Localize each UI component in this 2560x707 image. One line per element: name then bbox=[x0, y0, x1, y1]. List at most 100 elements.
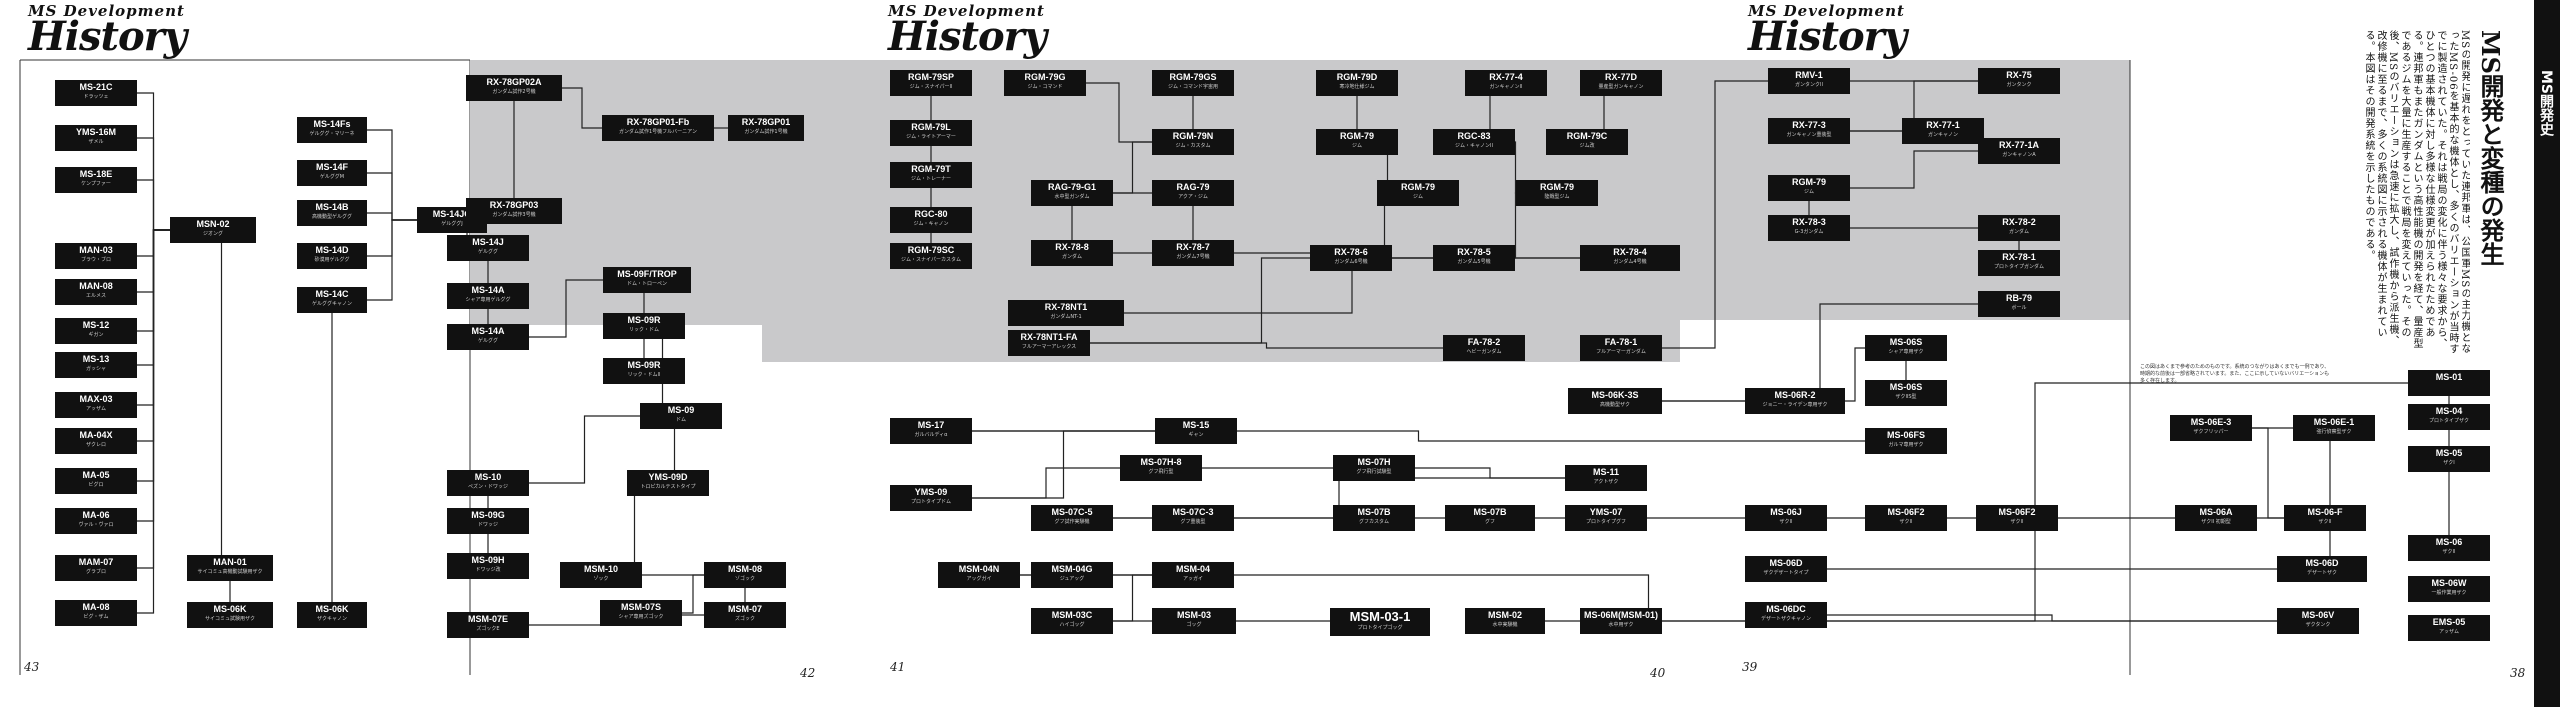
node-model-name: ガンダム試作3号機 bbox=[492, 212, 536, 218]
node-model-name: グフ飛行型 bbox=[1148, 469, 1174, 475]
node-model-name: 強行偵察型ザク bbox=[2316, 429, 2352, 435]
node-model-name: アッザム bbox=[86, 406, 106, 412]
node-model-name: プロトタイプゴッグ bbox=[1357, 625, 1403, 631]
node-model-name: アクトザク bbox=[1593, 479, 1619, 485]
node-model-number: MAN-03 bbox=[79, 245, 113, 255]
node-model-name: ジム・トレーナー bbox=[910, 176, 951, 182]
node-model-name: トロピカルテストタイプ bbox=[640, 484, 696, 490]
node-model-number: MS-14Fs bbox=[313, 119, 351, 129]
lineage-connector bbox=[1845, 347, 1865, 402]
node-model-number: YMS-16M bbox=[75, 127, 116, 137]
node-model-name: フルアーマーガンダム bbox=[1596, 349, 1646, 355]
lineage-connector bbox=[529, 415, 640, 484]
node-model-name: ガルバルディα bbox=[914, 432, 948, 438]
node-model-number: RGM-79T bbox=[911, 164, 951, 174]
node-model-name: ズゴックE bbox=[476, 626, 500, 632]
node-model-number: MS-14C bbox=[315, 289, 349, 299]
node-model-name: 寒冷地仕様ジム bbox=[1339, 84, 1375, 90]
node-model-name: ゲルググM bbox=[319, 174, 345, 180]
node-model-number: RX-78NT1 bbox=[1044, 302, 1088, 312]
node-model-number: MSM-04G bbox=[1051, 564, 1093, 574]
lineage-connector bbox=[682, 574, 704, 614]
node-model-name: ペズン・ドワッジ bbox=[467, 484, 508, 490]
node-model-name: ビグロ bbox=[88, 482, 104, 488]
node-model-name: プロトタイプザク bbox=[2428, 418, 2469, 424]
node-model-number: MS-04 bbox=[2435, 406, 2463, 416]
node-model-number: RX-77-1 bbox=[1926, 120, 1960, 130]
node-model-number: MS-07B bbox=[1357, 507, 1391, 517]
title-main: History bbox=[888, 13, 1047, 60]
section-sidebar: MS開発史 bbox=[2534, 0, 2560, 707]
node-model-name: ガンキャノンA bbox=[2002, 152, 2036, 158]
node-model-name: シャア専用ザク bbox=[1888, 349, 1924, 355]
node-model-name: ゲルググキャノン bbox=[312, 301, 352, 307]
node-model-name: ビグ・ザム bbox=[83, 614, 109, 620]
node-model-number: RGC-83 bbox=[1457, 131, 1491, 141]
node-model-number: MS-15 bbox=[1182, 420, 1210, 430]
node-model-name: ズゴック bbox=[734, 616, 755, 622]
node-model-name: ドム・トローペン bbox=[626, 281, 667, 287]
node-model-name: ガンダム bbox=[1061, 254, 1082, 260]
node-model-name: ゴッグ bbox=[1186, 622, 1202, 628]
node-model-number: MS-07H bbox=[1357, 457, 1391, 467]
node-model-name: ヴァル・ヴァロ bbox=[78, 522, 114, 528]
node-model-name: ガンダム4号機 bbox=[1613, 259, 1647, 265]
lineage-connector bbox=[1662, 382, 2408, 622]
lineage-node: RX-78GP03 ガンダム試作3号機 bbox=[466, 198, 562, 224]
node-model-name: ドワッジ bbox=[477, 522, 498, 528]
node-model-name: ゾゴック bbox=[734, 576, 755, 582]
node-model-name: グフ飛行試験型 bbox=[1356, 469, 1392, 475]
lineage-node: RGM-79T ジム・トレーナー bbox=[890, 162, 972, 188]
node-model-number: RB-79 bbox=[2005, 293, 2032, 303]
node-model-number: MS-07C-5 bbox=[1051, 507, 1093, 517]
node-model-number: MS-21C bbox=[79, 82, 113, 92]
node-model-name: ガンタンク bbox=[2006, 82, 2032, 88]
node-model-number: MS-14F bbox=[315, 162, 348, 172]
node-model-number: MSM-07 bbox=[727, 604, 762, 614]
title-subtitle: MS Development bbox=[888, 2, 1045, 20]
node-model-number: RGM-79L bbox=[911, 122, 951, 132]
lineage-node: MS-14F ゲルググM bbox=[297, 160, 367, 186]
node-model-name: プロトタイプドム bbox=[910, 499, 951, 505]
node-model-name: リック・ドム bbox=[629, 327, 659, 333]
node-model-number: RX-78GP03 bbox=[489, 200, 539, 210]
lineage-node: MS-07H グフ飛行試験型 bbox=[1333, 455, 1415, 481]
chart-footnote: この図はあくまで参考のためのものです。系統のつながりはあくまでも一例であり、時期… bbox=[2140, 364, 2330, 384]
node-model-name: アッガイ bbox=[1182, 576, 1203, 582]
node-model-name: ジュアッグ bbox=[1059, 576, 1085, 582]
node-model-number: RX-78NT1-FA bbox=[1020, 332, 1078, 342]
